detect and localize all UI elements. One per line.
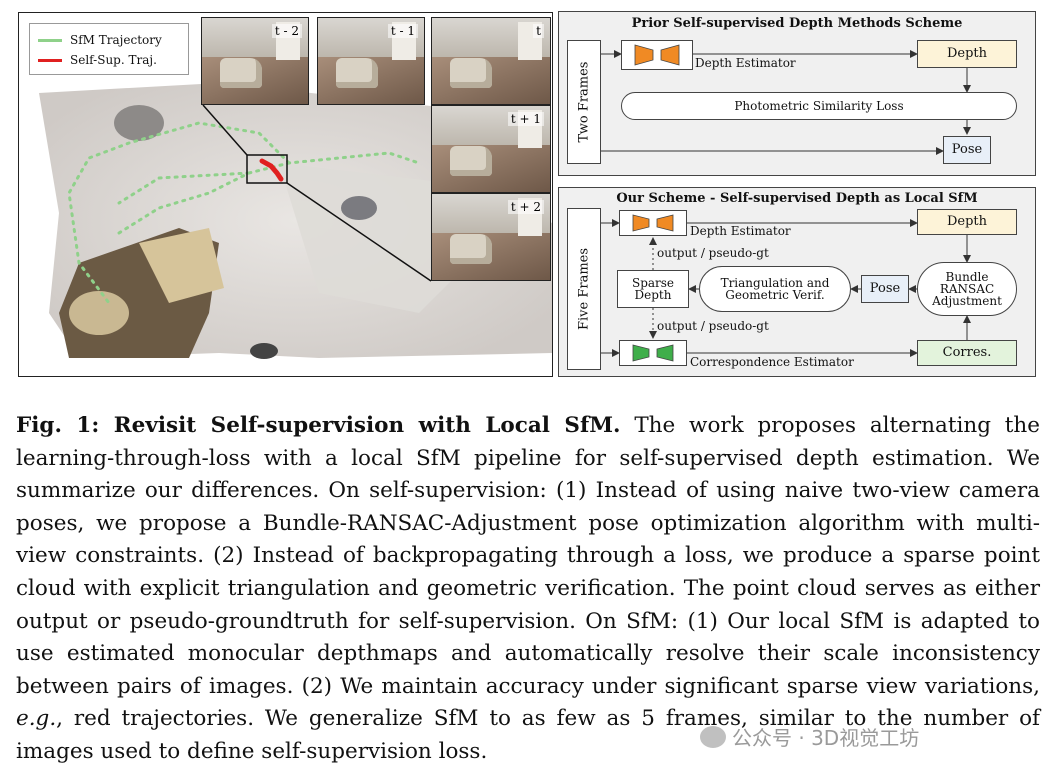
depth-estimator-label: Depth Estimator xyxy=(690,224,791,238)
prior-scheme-diagram: Prior Self-supervised Depth Methods Sche… xyxy=(558,11,1036,176)
pose-box: Pose xyxy=(861,275,909,303)
legend-entry-sfm: SfM Trajectory xyxy=(38,32,162,48)
pose-box: Pose xyxy=(943,136,991,164)
our-scheme-title: Our Scheme - Self-supervised Depth as Lo… xyxy=(616,191,978,206)
watermark-text: 公众号 · 3D视觉工坊 xyxy=(732,726,920,750)
frame-label: t + 2 xyxy=(507,200,544,214)
zoom-box xyxy=(246,154,288,184)
frame-label: t + 1 xyxy=(507,112,544,126)
prior-scheme-arrows xyxy=(601,50,971,155)
sparse-depth-box: Sparse Depth xyxy=(617,270,689,308)
frame-label: t - 2 xyxy=(271,24,302,38)
frame-thumbnail-t-plus-1: t + 1 xyxy=(431,105,551,193)
trajectory-legend: SfM Trajectory Self-Sup. Traj. xyxy=(29,23,189,75)
legend-line-sfm xyxy=(38,38,62,42)
frame-label: t xyxy=(533,24,544,38)
two-frames-box: Two Frames xyxy=(567,40,601,164)
sfm-trajectory xyxy=(67,121,421,305)
frame-thumbnail-t-plus-2: t + 2 xyxy=(431,193,551,281)
figure-caption: Fig. 1: Revisit Self-supervision with Lo… xyxy=(16,410,1040,769)
point-cloud-render xyxy=(39,83,552,359)
self-sup-trajectory xyxy=(259,158,284,182)
caption-label: Fig. 1: Revisit Self-supervision with Lo… xyxy=(16,413,621,438)
correspondence-estimator-label: Correspondence Estimator xyxy=(690,355,854,369)
depth-box: Depth xyxy=(917,209,1017,235)
hourglass-network-icon xyxy=(632,344,674,362)
caption-text-part2: , red trajectories. We generalize SfM to… xyxy=(16,706,1040,764)
frame-thumbnail-t: t xyxy=(431,17,551,105)
photometric-loss-box: Photometric Similarity Loss xyxy=(621,92,1017,120)
scene-reconstruction-panel: SfM Trajectory Self-Sup. Traj. t - 2 t -… xyxy=(18,12,553,377)
frame-thumbnail-t-minus-1: t - 1 xyxy=(317,17,425,105)
our-scheme-arrows xyxy=(601,219,971,357)
depth-estimator-network xyxy=(619,210,687,236)
watermark: 公众号 · 3D视觉工坊 xyxy=(700,722,919,751)
frame-thumbnail-t-minus-2: t - 2 xyxy=(201,17,309,105)
corres-box: Corres. xyxy=(917,340,1017,366)
triangulation-box: Triangulation and Geometric Verif. xyxy=(699,266,851,312)
caption-text-part1: The work proposes alternating the learni… xyxy=(16,413,1040,699)
legend-label-sfm: SfM Trajectory xyxy=(70,33,162,47)
legend-label-selfsup: Self-Sup. Traj. xyxy=(70,53,157,67)
wechat-icon xyxy=(700,725,726,748)
five-frames-box: Five Frames xyxy=(567,208,601,370)
output-pseudo-gt-label-bottom: output / pseudo-gt xyxy=(657,319,769,333)
depth-estimator-network xyxy=(621,40,693,70)
bundle-ransac-box: Bundle RANSAC Adjustment xyxy=(917,262,1017,316)
frame-label: t - 1 xyxy=(387,24,418,38)
output-pseudo-gt-label-top: output / pseudo-gt xyxy=(657,246,769,260)
prior-scheme-title: Prior Self-supervised Depth Methods Sche… xyxy=(631,16,963,31)
our-scheme-diagram: Our Scheme - Self-supervised Depth as Lo… xyxy=(558,187,1036,377)
legend-line-selfsup xyxy=(38,58,62,62)
caption-emphasis: e.g. xyxy=(16,706,57,732)
furniture-blob xyxy=(114,105,164,141)
depth-box: Depth xyxy=(917,40,1017,68)
hourglass-network-icon xyxy=(634,44,680,66)
hourglass-network-icon xyxy=(632,214,674,232)
legend-entry-selfsup: Self-Sup. Traj. xyxy=(38,52,157,68)
depth-estimator-label: Depth Estimator xyxy=(695,56,796,70)
correspondence-estimator-network xyxy=(619,340,687,366)
